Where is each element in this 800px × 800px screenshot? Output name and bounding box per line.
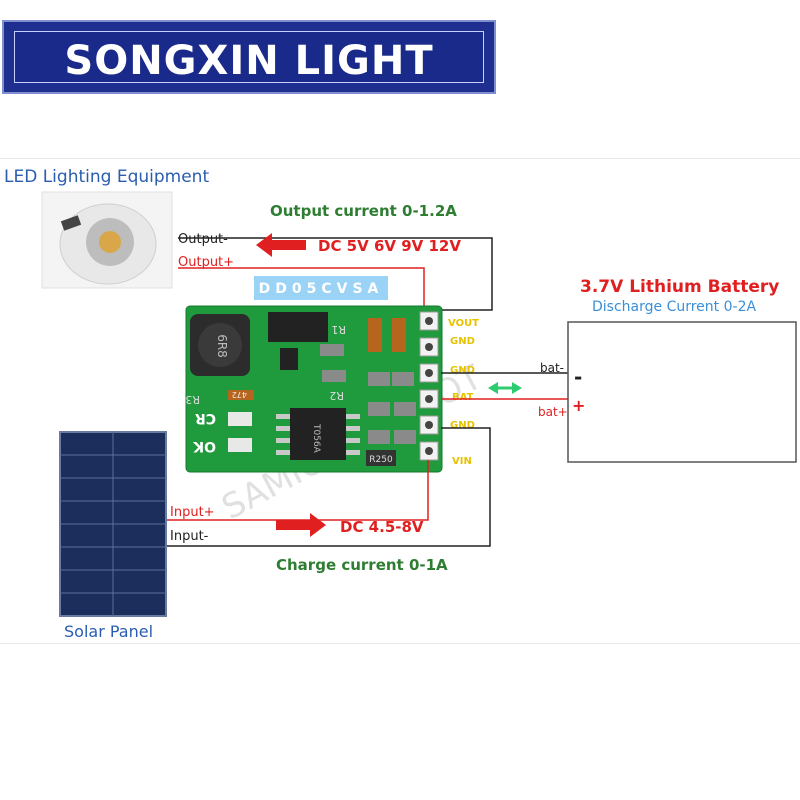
cr-mark: CR — [195, 410, 216, 426]
ok-mark: OK — [192, 438, 216, 454]
output-voltage-label: DC 5V 6V 9V 12V — [318, 237, 461, 255]
cap-472-mark: 472 — [232, 390, 247, 399]
output-direction-arrow — [256, 233, 306, 257]
pin-label-gnd-3: GND — [450, 420, 475, 431]
solar-panel-label: Solar Panel — [64, 622, 153, 641]
input-minus-label: Input- — [170, 529, 209, 544]
bat-plus-label: bat+ — [538, 405, 568, 419]
input-direction-arrow — [276, 513, 326, 537]
battery-title: 3.7V Lithium Battery — [580, 277, 779, 297]
battery-box — [567, 321, 797, 463]
wiring-diagram-panel — [0, 158, 800, 644]
pcb-board: 6R8 R1 R2 R3 472 CR OK T056A — [185, 305, 443, 473]
ic-mark: T056A — [311, 423, 321, 454]
input-minus-wire — [166, 427, 491, 547]
pin-label-gnd-2: GND — [450, 365, 475, 376]
bat-minus-label: bat- — [540, 361, 564, 375]
input-plus-wire — [166, 460, 429, 521]
model-label: DD05CVSA — [259, 281, 384, 297]
led-equipment-label: LED Lighting Equipment — [4, 167, 209, 187]
output-current-label: Output current 0-1.2A — [270, 202, 457, 220]
output-plus-wire — [178, 267, 425, 320]
battery-discharge-label: Discharge Current 0-2A — [592, 299, 756, 315]
input-plus-label: Input+ — [170, 505, 215, 520]
output-minus-label: Output- — [178, 232, 228, 247]
pin-label-bat: BAT — [452, 392, 474, 403]
output-plus-label: Output+ — [178, 255, 234, 270]
r2-mark: R2 — [329, 389, 344, 402]
resistor-mark: R250 — [369, 455, 393, 465]
pin-label-gnd-1: GND — [450, 336, 475, 347]
battery-minus-sign: - — [574, 365, 582, 389]
brand-title: SONGXIN LIGHT — [64, 38, 434, 84]
solar-panel-image — [59, 431, 167, 617]
led-downlight-image — [41, 191, 173, 289]
input-voltage-label: DC 4.5-8V — [340, 518, 424, 536]
battery-plus-sign: + — [572, 396, 585, 415]
r3-mark: R3 — [185, 393, 200, 406]
pin-label-vout: VOUT — [448, 318, 479, 329]
battery-bidirectional-arrow — [488, 382, 522, 394]
brand-banner-frame: SONGXIN LIGHT — [14, 31, 484, 84]
charge-current-label: Charge current 0-1A — [276, 556, 448, 574]
pin-label-vin: VIN — [452, 456, 472, 467]
brand-banner: SONGXIN LIGHT — [2, 20, 496, 94]
r1-mark: R1 — [331, 323, 346, 336]
model-strip — [254, 276, 388, 300]
inductor-mark: 6R8 — [215, 334, 229, 358]
output-minus-wire — [178, 237, 493, 311]
